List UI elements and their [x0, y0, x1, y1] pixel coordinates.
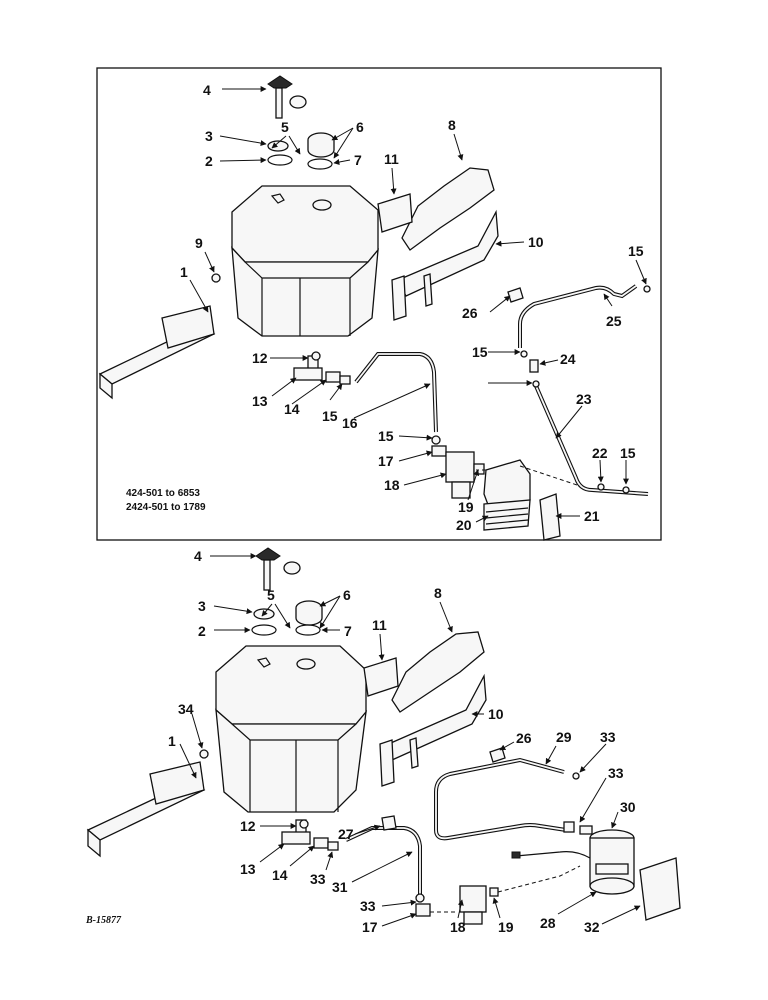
filler-cap-parts-top	[267, 75, 335, 170]
bottom-leaders	[179, 553, 641, 927]
callout: 27	[338, 826, 354, 842]
callout: 14	[272, 867, 288, 883]
callout: 11	[372, 617, 387, 633]
clamp-bottom	[489, 747, 506, 763]
callout: 16	[342, 415, 358, 431]
callout: 3	[198, 598, 206, 614]
callout: 17	[378, 453, 394, 469]
callout: 21	[584, 508, 600, 524]
callout: 1	[180, 264, 188, 280]
callout: 5	[267, 587, 275, 603]
callout: 24	[560, 351, 576, 367]
pad-bottom	[363, 657, 399, 697]
callout: 18	[384, 477, 400, 493]
filler-cap-parts-bottom	[251, 547, 323, 636]
fuel-filter-bottom	[415, 885, 499, 925]
callout: 33	[600, 729, 616, 745]
callout: 28	[540, 915, 556, 931]
callout: 19	[458, 499, 474, 515]
tank-bracket-top	[98, 305, 216, 400]
callout: 6	[356, 119, 364, 135]
callout: 7	[354, 152, 362, 168]
serial-range-line-1: 424-501 to 6853	[126, 488, 200, 499]
callout: 2	[205, 153, 213, 169]
callout: 8	[448, 117, 456, 133]
callout: 10	[528, 234, 544, 250]
callout: 17	[362, 919, 378, 935]
callout: 20	[456, 517, 472, 533]
electric-pump-bottom	[579, 825, 635, 895]
pump-bracket-top	[539, 493, 561, 541]
tube-bottom-29	[434, 757, 567, 841]
shield-top	[401, 167, 495, 251]
callout: 10	[488, 706, 504, 722]
callout: 4	[194, 548, 202, 564]
tube-top-25	[518, 284, 638, 348]
bottom-assembly	[86, 547, 681, 925]
callout: 34	[178, 701, 194, 717]
callout: 22	[592, 445, 608, 461]
bracket-top	[391, 209, 499, 321]
drawing-reference: B-15877	[85, 915, 122, 926]
clamp-top	[507, 287, 524, 303]
fuel-tank-bottom	[215, 645, 367, 813]
pad-top	[377, 193, 413, 233]
callout: 33	[310, 871, 326, 887]
shutoff-valve-bottom	[281, 819, 339, 851]
tube-top-23	[534, 385, 649, 496]
callout: 15	[472, 344, 488, 360]
callout: 26	[516, 730, 532, 746]
shield-bottom	[391, 631, 485, 713]
serial-range-line-2: 2424-501 to 1789	[126, 502, 206, 513]
callout: 7	[344, 623, 352, 639]
callout: 18	[450, 919, 466, 935]
callout: 33	[360, 898, 376, 914]
callout: 15	[378, 428, 394, 444]
callout: 32	[584, 919, 600, 935]
callout: 8	[434, 585, 442, 601]
callout: 5	[281, 119, 289, 135]
callout: 4	[203, 82, 211, 98]
callout: 31	[332, 879, 348, 895]
callout: 13	[240, 861, 256, 877]
top-diagram-frame	[96, 67, 662, 541]
top-assembly	[98, 75, 651, 541]
callout: 1	[168, 733, 176, 749]
fuel-filter-top	[431, 445, 475, 499]
callout: 15	[628, 243, 644, 259]
callout: 9	[195, 235, 203, 251]
shutoff-valve-top	[293, 355, 351, 385]
callout: 23	[576, 391, 592, 407]
callout: 14	[284, 401, 300, 417]
callout: 6	[343, 587, 351, 603]
callout: 13	[252, 393, 268, 409]
callout: 19	[498, 919, 514, 935]
callout: 12	[252, 350, 268, 366]
fuel-pump-top	[473, 459, 531, 531]
callout: 3	[205, 128, 213, 144]
callout: 12	[240, 818, 256, 834]
fuel-tank-top	[231, 185, 379, 337]
callout: 26	[462, 305, 478, 321]
top-callouts: 4 3 2 5 6 7 8 11 10 9 1 15 26 25 12 15 2…	[180, 82, 644, 533]
tube-bottom-31	[345, 826, 422, 902]
callout: 11	[384, 151, 399, 167]
callout: 30	[620, 799, 636, 815]
callout: 33	[608, 765, 624, 781]
pump-bracket-bottom	[639, 857, 681, 921]
callout: 15	[322, 408, 338, 424]
callout: 25	[606, 313, 622, 329]
callout: 15	[620, 445, 636, 461]
tube-top-16	[354, 352, 438, 433]
top-leaders	[189, 86, 647, 523]
callout: 2	[198, 623, 206, 639]
callout: 29	[556, 729, 572, 745]
tank-bracket-bottom	[86, 761, 206, 858]
bracket-bottom	[379, 673, 487, 787]
bottom-callouts: 4 5 6 3 2 7 8 11 10 34 1 26 29 33 33 12 …	[168, 548, 636, 935]
